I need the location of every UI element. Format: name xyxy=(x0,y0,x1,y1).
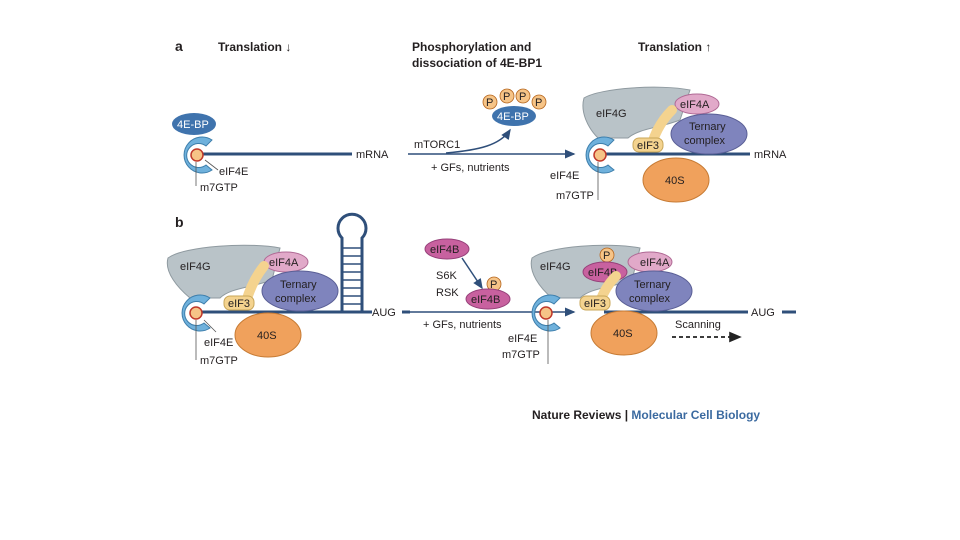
eif3-label: eIF3 xyxy=(584,298,606,310)
eif4a-label: eIF4A xyxy=(640,257,670,269)
mrna-label: mRNA xyxy=(754,149,787,161)
ternary-label-2: complex xyxy=(684,135,725,147)
eif4e-shape xyxy=(585,136,615,174)
panel-a-signal-label: + GFs, nutrients xyxy=(431,162,510,174)
eif3-label: eIF3 xyxy=(637,140,659,152)
eif3-shape xyxy=(579,295,611,311)
ternary-shape xyxy=(261,270,339,312)
eif4a-label: eIF4A xyxy=(269,257,299,269)
credit-text: Nature Reviews | Molecular Cell Biology xyxy=(532,408,760,422)
cap-shape xyxy=(539,306,553,320)
panel-a-left-complex: 4E-BP eIF4E m7GTP mRNA xyxy=(172,113,389,194)
ternary-shape xyxy=(615,270,693,312)
panel-a-letter: a xyxy=(175,38,183,54)
cap-label: m7GTP xyxy=(502,349,540,361)
eif4e-label: eIF4E xyxy=(219,166,248,178)
kinase-arrow xyxy=(461,257,483,290)
40s-label: 40S xyxy=(665,175,685,187)
40s-shape xyxy=(642,157,710,203)
eif4e-label: eIF4E xyxy=(204,337,233,349)
4ebp-phospho-shape xyxy=(492,106,536,126)
eif3-label: eIF3 xyxy=(228,298,250,310)
ternary-label-2: complex xyxy=(629,293,670,305)
4ebp-phospho-label: 4E-BP xyxy=(497,111,529,123)
mtorc1-label: mTORC1 xyxy=(414,139,460,151)
scanning-label: Scanning xyxy=(675,319,721,331)
eif4e-label: eIF4E xyxy=(550,170,579,182)
panel-a-header-left: Translation ↓ xyxy=(218,40,291,54)
cap-shape xyxy=(189,306,203,320)
eif4e-shape xyxy=(531,294,561,332)
40s-label: 40S xyxy=(613,328,633,340)
phosphate-label: P xyxy=(490,279,497,291)
cap-shape xyxy=(190,148,204,162)
ternary-label-1: Ternary xyxy=(689,121,726,133)
phosphate-label: P xyxy=(603,250,610,262)
ternary-shape xyxy=(670,113,748,155)
eif4e-label: eIF4E xyxy=(508,333,537,345)
panel-b-signal-label: + GFs, nutrients xyxy=(423,319,502,331)
mrna-label: mRNA xyxy=(356,149,389,161)
journal-credit: Nature Reviews | Molecular Cell Biology xyxy=(532,408,760,422)
credit-journal: Nature Reviews xyxy=(532,408,622,422)
phosphate-label-1: P xyxy=(486,97,493,109)
panel-b-letter: b xyxy=(175,214,184,230)
cap-shape xyxy=(593,148,607,162)
eif4g-label: eIF4G xyxy=(540,261,571,273)
eif4b-top-shape xyxy=(424,238,470,260)
cap-label: m7GTP xyxy=(200,355,238,367)
cap-label: m7GTP xyxy=(556,190,594,202)
aug-label: AUG xyxy=(751,307,775,319)
phosphate-label-4: P xyxy=(535,97,542,109)
phosphate-label-2: P xyxy=(503,91,510,103)
panel-b-left-complex: eIF4G eIF4A Ternary complex eIF3 40S eIF… xyxy=(166,212,410,367)
phosphate-label-3: P xyxy=(519,91,526,103)
eif4g-label: eIF4G xyxy=(180,261,211,273)
panel-a-header-mid-line2: dissociation of 4E-BP1 xyxy=(412,56,542,70)
panel-a-middle: 4E-BP P P P P mTORC1 + GFs, nutrients xyxy=(408,88,576,174)
eif4b-bottom-label: eIF4B xyxy=(471,294,500,306)
stem-loop-hairpin xyxy=(336,212,368,312)
rsk-label: RSK xyxy=(436,287,459,299)
ternary-label-1: Ternary xyxy=(634,279,671,291)
eif4b-top-label: eIF4B xyxy=(430,244,459,256)
4ebp-label: 4E-BP xyxy=(177,119,209,131)
eif4e-shape xyxy=(183,136,213,174)
40s-shape xyxy=(234,312,302,358)
panel-a-header-right: Translation ↑ xyxy=(638,40,711,54)
eif4g-label: eIF4G xyxy=(596,108,627,120)
panel-b-right-complex: eIF4G eIF4A P eIF4B Ternary complex eIF3… xyxy=(502,244,796,364)
eif4a-label: eIF4A xyxy=(680,99,710,111)
eif4e-shape xyxy=(181,294,211,332)
eif3-shape xyxy=(632,137,664,153)
eif4a-shape xyxy=(674,93,720,115)
credit-separator: | xyxy=(621,408,631,422)
panel-a-right-complex: eIF4G eIF4A Ternary complex eIF3 40S mRN… xyxy=(550,86,787,203)
40s-shape xyxy=(590,310,658,356)
aug-label: AUG xyxy=(372,307,396,319)
cap-label: m7GTP xyxy=(200,182,238,194)
panel-b-middle: eIF4B S6K RSK P eIF4B + GFs, nutrients xyxy=(410,238,576,331)
eif3-shape xyxy=(223,295,255,311)
release-arrow xyxy=(445,128,511,154)
4ebp-shape xyxy=(172,113,216,135)
40s-label: 40S xyxy=(257,330,277,342)
panel-a-header-mid-line1: Phosphorylation and xyxy=(412,40,531,54)
phosphate-group: P P P P xyxy=(482,88,547,110)
ternary-label-2: complex xyxy=(275,293,316,305)
eif4b-bottom-shape xyxy=(465,288,511,310)
ternary-label-1: Ternary xyxy=(280,279,317,291)
credit-subtitle: Molecular Cell Biology xyxy=(631,408,760,422)
s6k-label: S6K xyxy=(436,270,457,282)
